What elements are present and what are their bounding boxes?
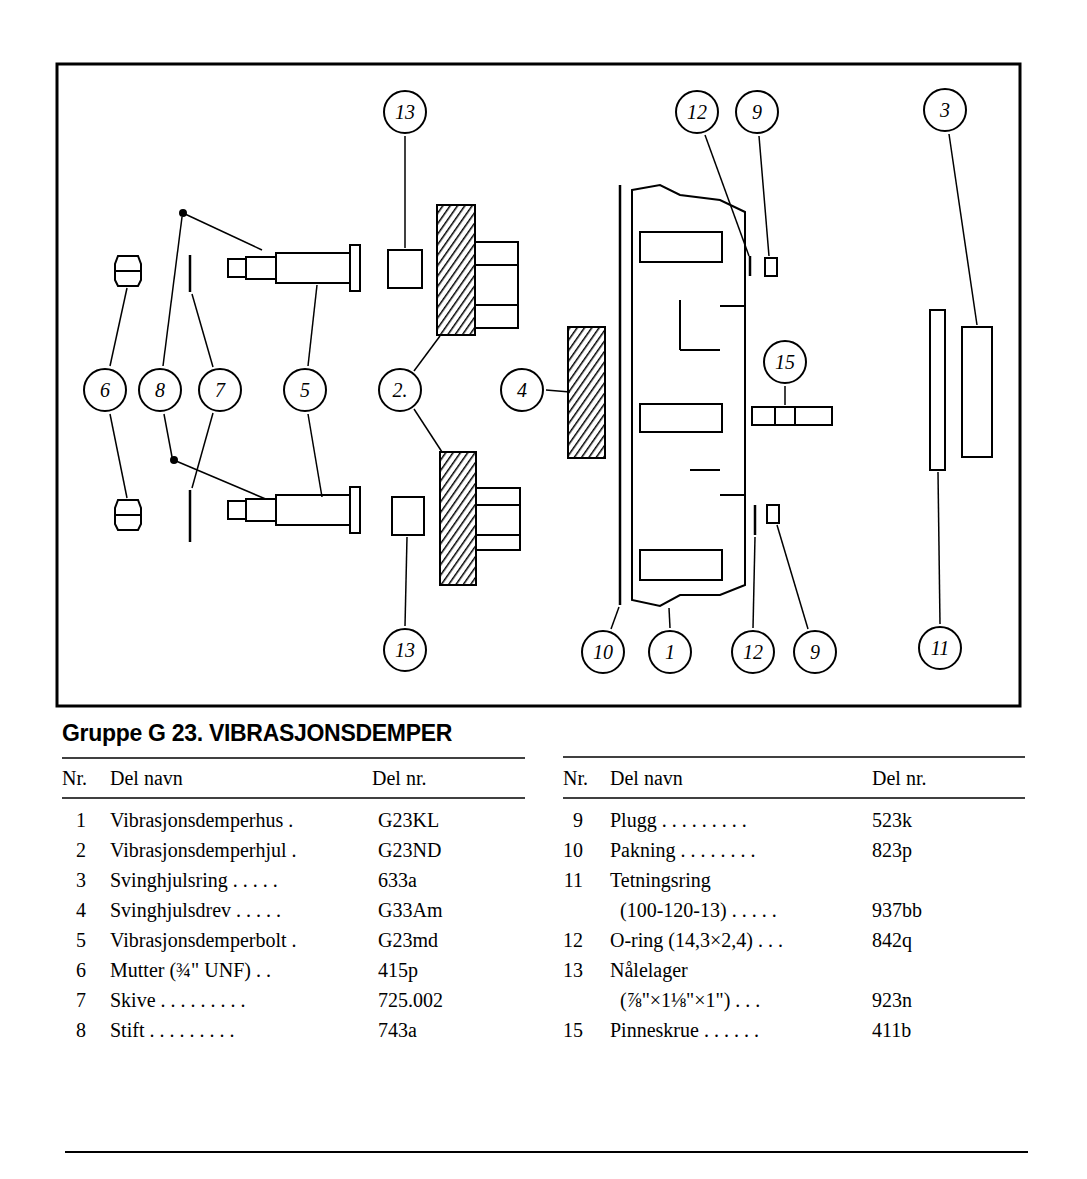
callout-number: 6 bbox=[100, 380, 110, 400]
callout-number: 13 bbox=[395, 640, 415, 660]
table-cell: G23ND bbox=[378, 838, 441, 862]
callout-circle: 1 bbox=[648, 630, 692, 674]
table-cell: Mutter (¾" UNF) . . bbox=[110, 958, 271, 982]
callout-circle: 8 bbox=[138, 368, 182, 412]
table-cell: G23md bbox=[378, 928, 438, 952]
table-cell: Vibrasjonsdemperbolt . bbox=[110, 928, 297, 952]
table-cell: 923n bbox=[872, 988, 912, 1012]
table-cell: Svinghjulsdrev . . . . . bbox=[110, 898, 281, 922]
table-cell: O-ring (14,3×2,4) . . . bbox=[610, 928, 783, 952]
callout-circle: 10 bbox=[581, 630, 625, 674]
table-cell: 9 bbox=[573, 808, 583, 832]
table-cell: 2 bbox=[76, 838, 86, 862]
table-cell: 15 bbox=[563, 1018, 583, 1042]
callout-circle: 11 bbox=[918, 626, 962, 670]
table-rules bbox=[62, 757, 1028, 1152]
table-cell: G33Am bbox=[378, 898, 442, 922]
table-cell: Skive . . . . . . . . . bbox=[110, 988, 246, 1012]
table-cell: (⅞"×1⅛"×1") . . . bbox=[620, 988, 760, 1012]
table-cell: 13 bbox=[563, 958, 583, 982]
callout-number: 7 bbox=[215, 380, 225, 400]
callout-circle: 15 bbox=[763, 340, 807, 384]
callout-number: 8 bbox=[155, 380, 165, 400]
table-cell: 1 bbox=[76, 808, 86, 832]
table-cell: Pinneskrue . . . . . . bbox=[610, 1018, 759, 1042]
callout-circle: 3 bbox=[923, 88, 967, 132]
callout-number: 13 bbox=[395, 102, 415, 122]
table-cell: 823p bbox=[872, 838, 912, 862]
table-cell: Vibrasjonsdemperhjul . bbox=[110, 838, 297, 862]
callout-circle: 4 bbox=[500, 368, 544, 412]
callout-circle: 7 bbox=[198, 368, 242, 412]
callout-number: 5 bbox=[300, 380, 310, 400]
table-cell: 633a bbox=[378, 868, 417, 892]
callout-circle: 12 bbox=[731, 630, 775, 674]
callout-number: 12 bbox=[687, 102, 707, 122]
callout-circle: 12 bbox=[675, 90, 719, 134]
leader-lines bbox=[110, 134, 977, 629]
table-header: Nr. bbox=[62, 766, 87, 790]
table-cell: (100-120-13) . . . . . bbox=[620, 898, 777, 922]
table-header: Del nr. bbox=[872, 766, 926, 790]
callout-number: 11 bbox=[931, 638, 950, 658]
table-cell: Tetningsring bbox=[610, 868, 711, 892]
callout-number: 12 bbox=[743, 642, 763, 662]
table-header: Nr. bbox=[563, 766, 588, 790]
table-cell: Stift . . . . . . . . . bbox=[110, 1018, 234, 1042]
callout-circle: 13 bbox=[383, 90, 427, 134]
table-cell: 415p bbox=[378, 958, 418, 982]
callout-circle: 6 bbox=[83, 368, 127, 412]
table-cell: 743a bbox=[378, 1018, 417, 1042]
callout-number: 2. bbox=[393, 380, 408, 400]
callout-number: 4 bbox=[517, 380, 527, 400]
table-header: Del nr. bbox=[372, 766, 426, 790]
table-cell: 10 bbox=[563, 838, 583, 862]
table-header: Del navn bbox=[110, 766, 183, 790]
table-cell: 937bb bbox=[872, 898, 922, 922]
table-cell: 3 bbox=[76, 868, 86, 892]
callout-circle: 5 bbox=[283, 368, 327, 412]
table-cell: 11 bbox=[564, 868, 583, 892]
table-cell: Plugg . . . . . . . . . bbox=[610, 808, 747, 832]
table-cell: 842q bbox=[872, 928, 912, 952]
table-cell: Svinghjulsring . . . . . bbox=[110, 868, 278, 892]
table-cell: 8 bbox=[76, 1018, 86, 1042]
table-cell: Vibrasjonsdemperhus . bbox=[110, 808, 293, 832]
title: Gruppe G 23. VIBRASJONSDEMPER bbox=[62, 719, 452, 747]
table-cell: 725.002 bbox=[378, 988, 443, 1012]
callout-number: 9 bbox=[810, 642, 820, 662]
callout-number: 1 bbox=[665, 642, 675, 662]
callout-number: 9 bbox=[752, 102, 762, 122]
table-cell: Nålelager bbox=[610, 958, 688, 982]
table-cell: 411b bbox=[872, 1018, 911, 1042]
callout-number: 10 bbox=[593, 642, 613, 662]
callout-number: 15 bbox=[775, 352, 795, 372]
callout-circle: 9 bbox=[793, 630, 837, 674]
callout-circle: 9 bbox=[735, 90, 779, 134]
table-cell: 6 bbox=[76, 958, 86, 982]
callout-circle: 2. bbox=[378, 368, 422, 412]
table-cell: 523k bbox=[872, 808, 912, 832]
table-cell: 12 bbox=[563, 928, 583, 952]
table-cell: G23KL bbox=[378, 808, 439, 832]
table-cell: Pakning . . . . . . . . bbox=[610, 838, 756, 862]
table-cell: 7 bbox=[76, 988, 86, 1012]
callout-circle: 13 bbox=[383, 628, 427, 672]
callout-number: 3 bbox=[940, 100, 950, 120]
table-cell: 5 bbox=[76, 928, 86, 952]
table-cell: 4 bbox=[76, 898, 86, 922]
table-header: Del navn bbox=[610, 766, 683, 790]
